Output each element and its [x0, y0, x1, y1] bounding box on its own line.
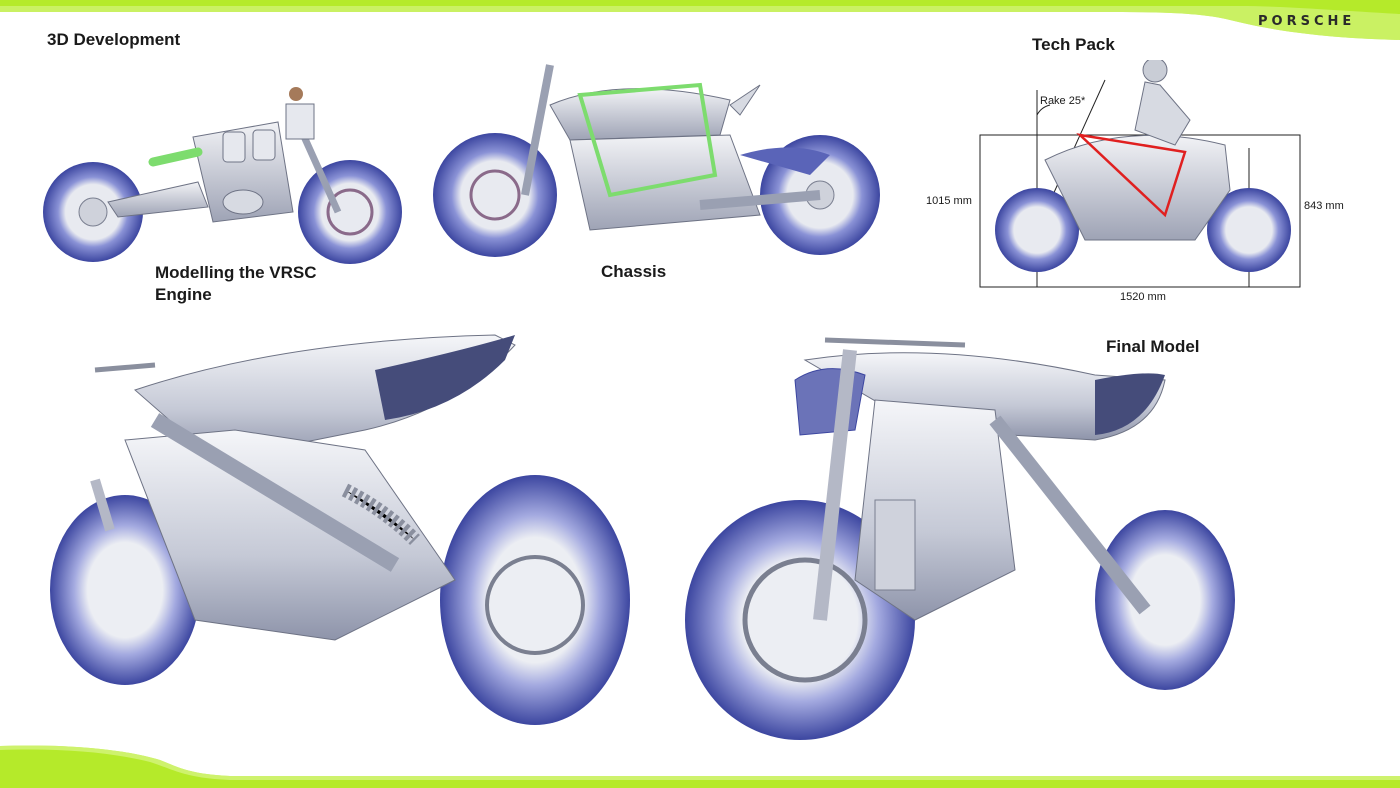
chassis-model-render — [433, 64, 880, 257]
chassis-caption: Chassis — [601, 262, 667, 281]
final-model-caption: Final Model — [1106, 337, 1200, 356]
engine-model-render — [43, 87, 402, 264]
bottom-accent-band — [0, 745, 1400, 788]
engine-caption: Modelling the VRSC Engine — [155, 262, 317, 306]
top-accent-band — [0, 0, 1400, 40]
engine-caption-line1: Modelling the VRSC — [155, 263, 317, 282]
engine-caption-line2: Engine — [155, 285, 212, 304]
tech-pack-title: Tech Pack — [1032, 35, 1115, 54]
porsche-logo: PORSCHE — [1258, 14, 1356, 29]
section-title-development: 3D Development — [47, 30, 181, 49]
front-height-label: 1015 mm — [926, 195, 972, 207]
final-model-render-rear — [50, 334, 630, 725]
rake-label: Rake 25* — [1040, 95, 1086, 107]
final-model-render-front — [685, 337, 1235, 740]
tech-pack-diagram — [979, 60, 1301, 288]
wheelbase-label: 1520 mm — [1120, 291, 1166, 303]
rear-height-label: 843 mm — [1304, 200, 1344, 212]
